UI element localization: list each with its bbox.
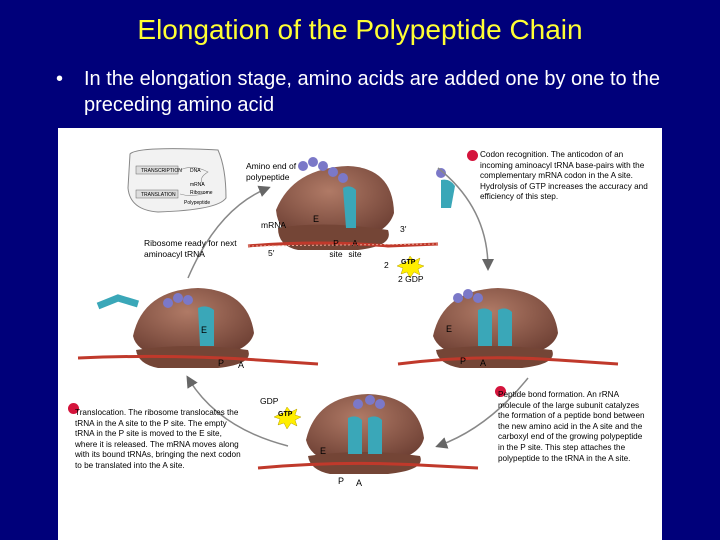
gdp-label: GDP bbox=[260, 396, 279, 406]
p-site-label: P site bbox=[329, 238, 343, 259]
peptide-bond-text: Peptide bond formation. An rRNA molecule… bbox=[498, 390, 645, 463]
elongation-diagram bbox=[77, 148, 619, 474]
ribosome-right bbox=[397, 288, 619, 368]
cell-inset bbox=[127, 148, 227, 213]
amino-end-label: Amino end of polypeptide bbox=[246, 161, 297, 182]
gtp-top-label: GTP bbox=[401, 259, 416, 266]
inset-dna-label: DNA bbox=[190, 168, 201, 174]
gtp-bottom-label: GTP bbox=[278, 411, 293, 418]
a-site-label: A site bbox=[348, 238, 362, 259]
p-site-right: P bbox=[460, 356, 467, 366]
mrna-label: mRNA bbox=[261, 220, 287, 230]
two-gdp-label: 2 GDP bbox=[398, 274, 424, 284]
p-site-left: P bbox=[218, 358, 225, 368]
gtp-burst-top bbox=[396, 255, 425, 279]
ribosome-top bbox=[247, 157, 455, 250]
ribosome-left bbox=[77, 288, 319, 368]
five-prime-label: 5′ bbox=[268, 248, 275, 258]
ribosome-bottom bbox=[257, 394, 479, 474]
e-site-bottom: E bbox=[320, 446, 327, 456]
inset-mrna-label: mRNA bbox=[190, 182, 205, 188]
codon-recognition-text: Codon recognition. The anticodon of an i… bbox=[480, 150, 648, 202]
bullet-text: In the elongation stage, amino acids are… bbox=[84, 68, 660, 116]
translocation-marker bbox=[68, 403, 79, 414]
inset-translation-label: TRANSLATION bbox=[141, 192, 176, 198]
gtp-burst-bottom bbox=[273, 406, 302, 430]
inset-polypeptide-label: Polypeptide bbox=[184, 200, 211, 206]
a-site-right: A bbox=[480, 358, 487, 368]
inset-transcription-label: TRANSCRIPTION bbox=[141, 168, 182, 174]
codon-recognition-marker bbox=[467, 150, 478, 161]
elongation-cycle-figure: TRANSCRIPTION TRANSLATION DNA mRNA Ribos… bbox=[58, 128, 662, 540]
e-site-right: E bbox=[446, 324, 453, 334]
a-site-bottom: A bbox=[356, 478, 363, 488]
peptide-bond-marker bbox=[495, 386, 506, 397]
slide-title: Elongation of the Polypeptide Chain bbox=[137, 14, 583, 45]
three-prime-label: 3′ bbox=[400, 224, 407, 234]
a-site-left: A bbox=[238, 360, 245, 370]
bullet-marker: • bbox=[56, 68, 64, 90]
e-site-top: E bbox=[313, 214, 320, 224]
ribosome-ready-label: Ribosome ready for next aminoacyl tRNA bbox=[144, 238, 237, 259]
inset-ribosome-label: Ribosome bbox=[190, 190, 213, 196]
p-site-bottom: P bbox=[338, 476, 345, 486]
translocation-text: Translocation. The ribosome translocates… bbox=[75, 408, 241, 470]
e-site-left: E bbox=[201, 325, 208, 335]
gtp-count-label: 2 bbox=[384, 260, 389, 270]
